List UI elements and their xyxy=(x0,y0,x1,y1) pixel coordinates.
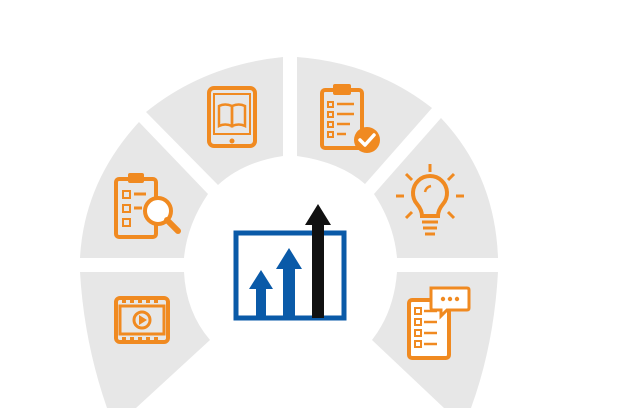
arrow-small-blue xyxy=(249,270,273,318)
clipboard-check-icon xyxy=(320,84,380,153)
segment-idea xyxy=(374,118,498,258)
tablet-book-icon xyxy=(207,86,257,148)
lightbulb-icon xyxy=(396,164,464,236)
checklist-search-icon xyxy=(114,173,181,239)
arrow-medium-blue xyxy=(276,248,302,318)
video-film-icon xyxy=(114,296,170,344)
chart-frame xyxy=(233,230,347,321)
growth-chart-icon xyxy=(233,204,347,321)
survey-chat-icon xyxy=(407,286,471,360)
arrow-tall-black xyxy=(305,204,331,318)
segment-checklist-search xyxy=(80,122,208,258)
